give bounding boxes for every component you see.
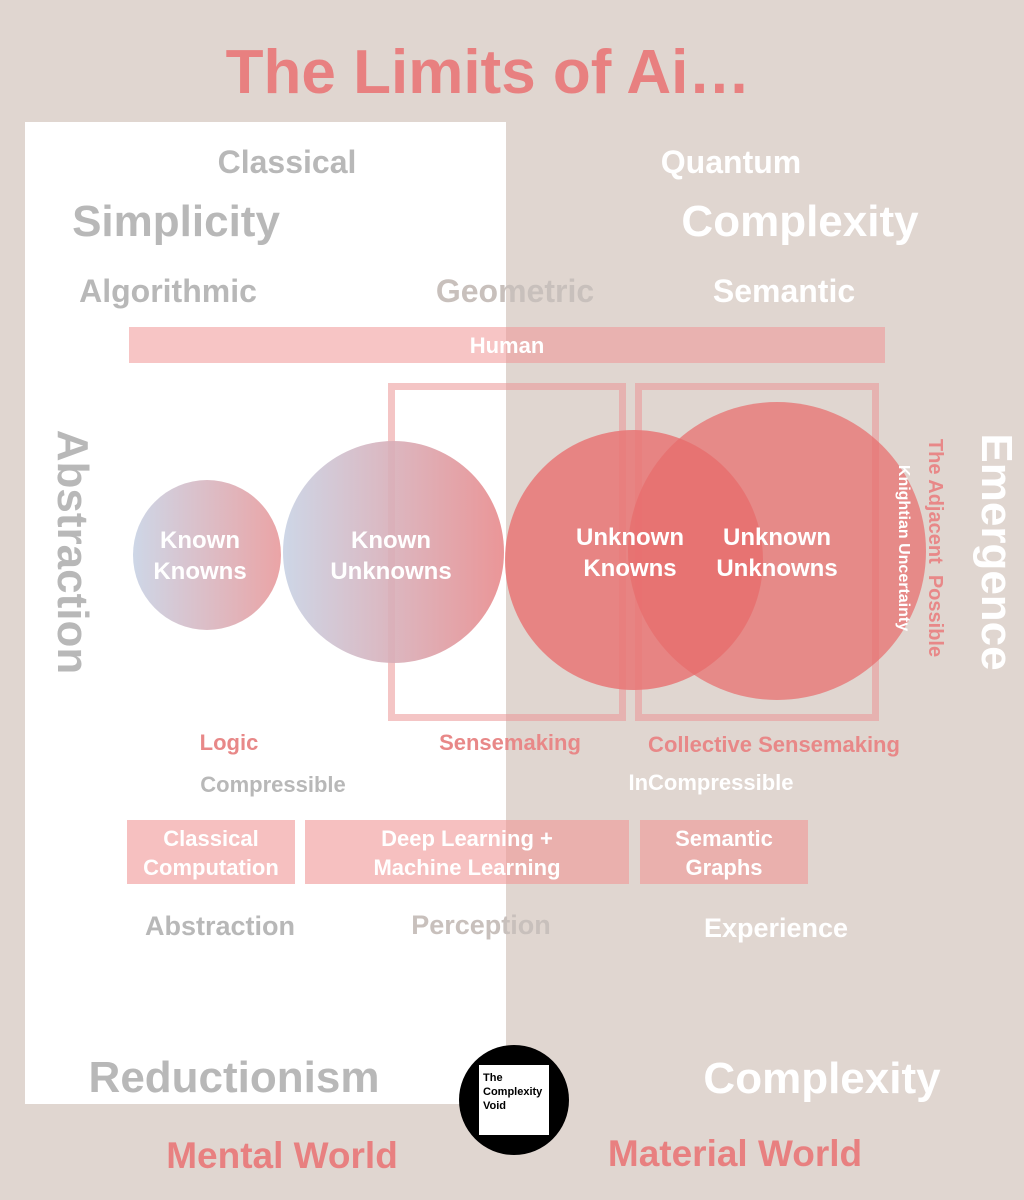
label-abstraction-side: Abstraction bbox=[48, 429, 97, 675]
label-knightian-uncertainty: Knightian Uncertainty bbox=[895, 464, 912, 632]
label-emergence-side: Emergence bbox=[972, 433, 1021, 671]
label-complexity-bottom: Complexity bbox=[703, 1054, 941, 1103]
box-deep-learning bbox=[305, 820, 629, 884]
label-geometric: Geometric bbox=[435, 273, 595, 309]
circle-known-knowns bbox=[133, 480, 281, 630]
text-unknown-unknowns: Unknown Unknowns bbox=[716, 524, 838, 583]
label-perception: Perception bbox=[411, 910, 551, 940]
label-collective-sensemaking: Collective Sensemaking bbox=[648, 732, 900, 757]
label-semantic: Semantic bbox=[712, 273, 856, 309]
label-abstraction-mode: Abstraction bbox=[144, 911, 296, 941]
text-known-unknowns: Known Unknowns bbox=[330, 527, 452, 586]
logo-text: The Complexity Void bbox=[479, 1065, 549, 1135]
text-semantic-graphs: Semantic Graphs bbox=[675, 826, 773, 880]
box-classical-computation bbox=[127, 820, 295, 884]
box-semantic-graphs bbox=[640, 820, 808, 884]
complexity-void-logo: The Complexity Void bbox=[459, 1045, 569, 1155]
label-compressible: Compressible bbox=[200, 772, 346, 797]
page-title: The Limits of Ai… bbox=[225, 38, 751, 107]
human-bar bbox=[129, 327, 885, 363]
label-sensemaking: Sensemaking bbox=[439, 730, 581, 755]
label-experience: Experience bbox=[703, 913, 849, 943]
circle-unknown-unknowns bbox=[628, 402, 926, 700]
label-simplicity: Simplicity bbox=[72, 197, 280, 246]
text-classical-computation: Classical Computation bbox=[143, 826, 279, 880]
label-mental-world: Mental World bbox=[166, 1135, 398, 1176]
human-label: Human bbox=[469, 333, 545, 358]
text-deep-learning: Deep Learning + Machine Learning bbox=[373, 826, 561, 880]
label-classical: Classical bbox=[217, 144, 357, 180]
label-logic: Logic bbox=[199, 730, 259, 755]
label-incompressible: InCompressible bbox=[628, 770, 794, 795]
text-unknown-knowns: Unknown Knowns bbox=[576, 524, 684, 583]
label-material-world: Material World bbox=[607, 1133, 863, 1174]
label-complexity-top: Complexity bbox=[681, 197, 919, 246]
label-adjacent-possible: The Adjacent Possible bbox=[924, 438, 946, 658]
label-reductionism: Reductionism bbox=[88, 1053, 380, 1102]
circle-known-unknowns bbox=[283, 441, 504, 663]
text-known-knowns: Known Knowns bbox=[153, 527, 247, 586]
label-algorithmic: Algorithmic bbox=[79, 273, 257, 309]
label-quantum: Quantum bbox=[660, 144, 802, 180]
